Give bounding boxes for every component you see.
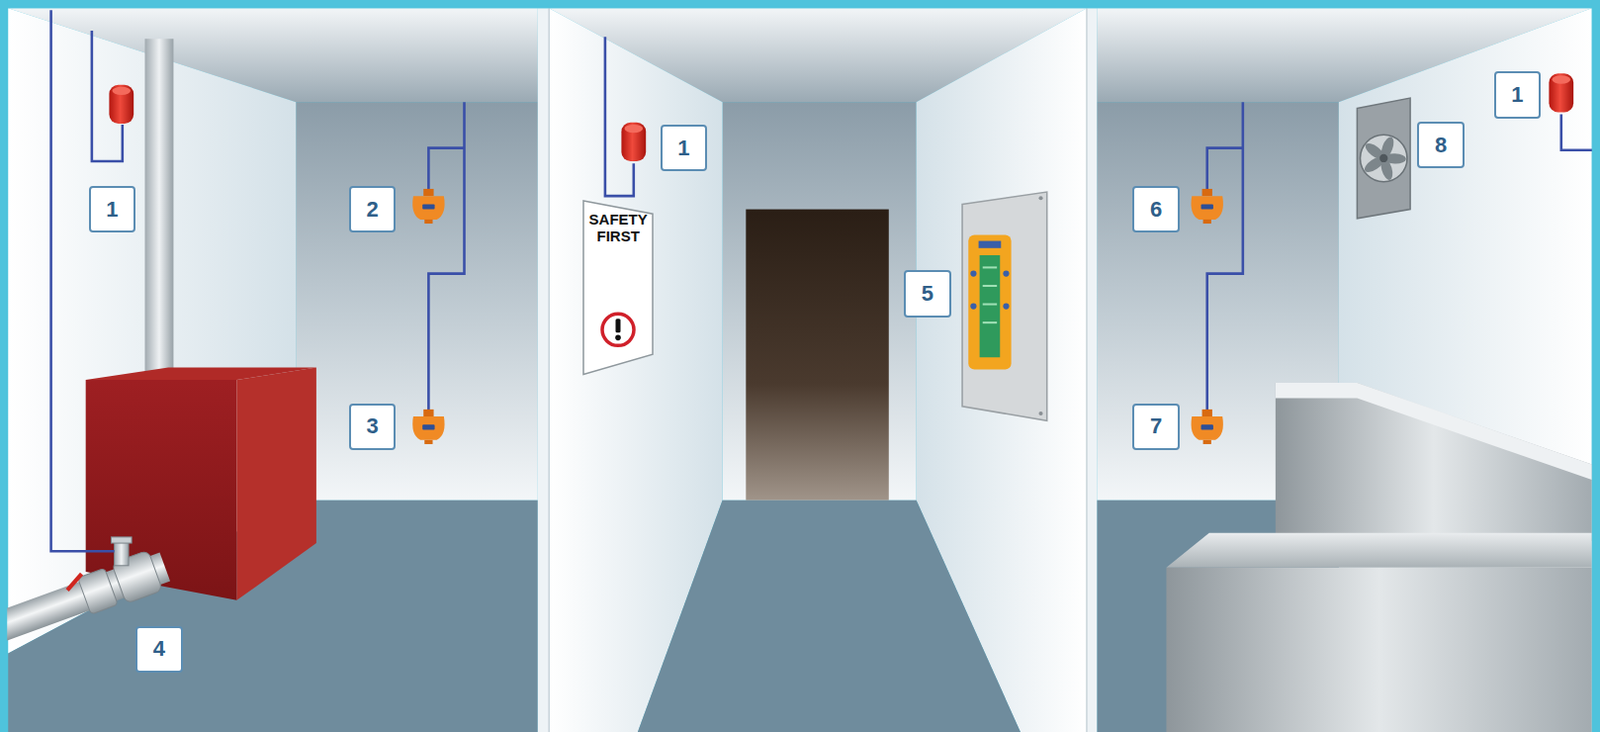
wall-edge [1085, 7, 1087, 732]
callout-number: 8 [1417, 121, 1464, 169]
controller-button [970, 303, 977, 310]
callout-number: 1 [660, 124, 708, 172]
warning-symbol [602, 314, 634, 347]
floor [637, 500, 1021, 732]
screen-line [982, 321, 997, 324]
callout-number: 4 [135, 625, 182, 673]
kitchen [1096, 7, 1595, 732]
frame [0, 0, 1600, 8]
warning-mark [616, 319, 622, 334]
sensor-body [1191, 195, 1224, 220]
dividing-wall [1086, 7, 1097, 732]
wire [605, 36, 634, 196]
sensor-window [422, 203, 435, 209]
callout-number: 6 [1132, 185, 1179, 233]
doorway [745, 209, 889, 501]
valve-handle [67, 573, 82, 591]
callout-number: 1 [1494, 71, 1541, 118]
controller-button [1002, 270, 1009, 277]
wire [1207, 148, 1244, 190]
sensor-cap [423, 409, 434, 417]
steel-counter [1165, 567, 1592, 732]
sensor-nozzle [424, 219, 433, 224]
sensor-body [412, 416, 445, 441]
fan-blades [1362, 135, 1408, 181]
sensor-window [1201, 203, 1214, 209]
screw [1038, 195, 1043, 200]
boiler-room [0, 7, 538, 732]
fan-ring [1360, 134, 1408, 181]
screen-line [982, 266, 997, 268]
gas-sensor [1191, 188, 1224, 224]
steel-counter [1275, 382, 1593, 541]
pipe-coupling [78, 567, 119, 615]
sensor-window [422, 424, 435, 430]
controller-screen [979, 255, 1001, 357]
gas-sensor [412, 409, 445, 445]
alarm-beacon [108, 85, 134, 124]
fan-blade [1362, 140, 1387, 163]
solenoid-valve [114, 540, 129, 566]
alarm-beacon [1548, 73, 1574, 112]
callout-number: 2 [349, 185, 396, 233]
alarm-beacon [621, 122, 646, 162]
sensor-nozzle [424, 440, 433, 445]
screen-line [982, 303, 997, 306]
gas-sensor [412, 188, 445, 224]
controller-button [970, 270, 977, 277]
exhaust-fan-frame [1356, 97, 1411, 219]
back-wall [722, 101, 917, 501]
callout-number: 3 [349, 403, 396, 450]
safety-sign: SAFETY FIRST [582, 199, 654, 375]
beacon-body [1548, 73, 1574, 112]
valve-cap [110, 536, 132, 543]
fan-hub [1379, 154, 1388, 163]
controller-display-bar [978, 241, 1002, 249]
callout-number: 5 [903, 269, 951, 317]
beacon-body [621, 122, 646, 162]
controller-button [1002, 303, 1009, 310]
sensor-body [412, 195, 445, 220]
beacon-cap [112, 87, 132, 95]
sensor-window [1201, 424, 1214, 430]
sensor-body [1191, 416, 1224, 441]
screen-line [982, 284, 997, 287]
dividing-wall [537, 7, 549, 732]
flue-pipe [145, 38, 175, 378]
callout-number: 7 [1132, 403, 1179, 450]
sensor-cap [423, 188, 434, 196]
beacon-cap [624, 124, 644, 133]
screw [1038, 411, 1043, 416]
sensor-nozzle [1203, 440, 1212, 445]
sensor-cap [1202, 409, 1213, 417]
counter-edge [1275, 382, 1593, 480]
callout-number: 1 [88, 185, 136, 233]
frame [0, 0, 7, 732]
beacon-cap [1552, 75, 1572, 84]
control-panel-plate [962, 191, 1048, 421]
wire [428, 148, 464, 190]
corridor [548, 7, 1087, 732]
boiler-side [236, 367, 316, 601]
wire [1561, 114, 1595, 151]
sign-board [583, 200, 653, 374]
beacon-body [108, 85, 134, 124]
frame [1592, 0, 1600, 732]
wire [1207, 101, 1244, 411]
sign-text: SAFETY FIRST [582, 199, 654, 245]
wire [428, 101, 464, 411]
sensor-cap [1202, 188, 1213, 196]
gas-sensor [1191, 409, 1224, 445]
sensor-nozzle [1203, 219, 1212, 224]
back-wall [295, 101, 538, 501]
steel-counter-top [1165, 533, 1592, 568]
wall-edge [548, 7, 550, 732]
wire [51, 9, 115, 551]
warning-dot [615, 335, 622, 342]
gas-controller [968, 234, 1011, 369]
